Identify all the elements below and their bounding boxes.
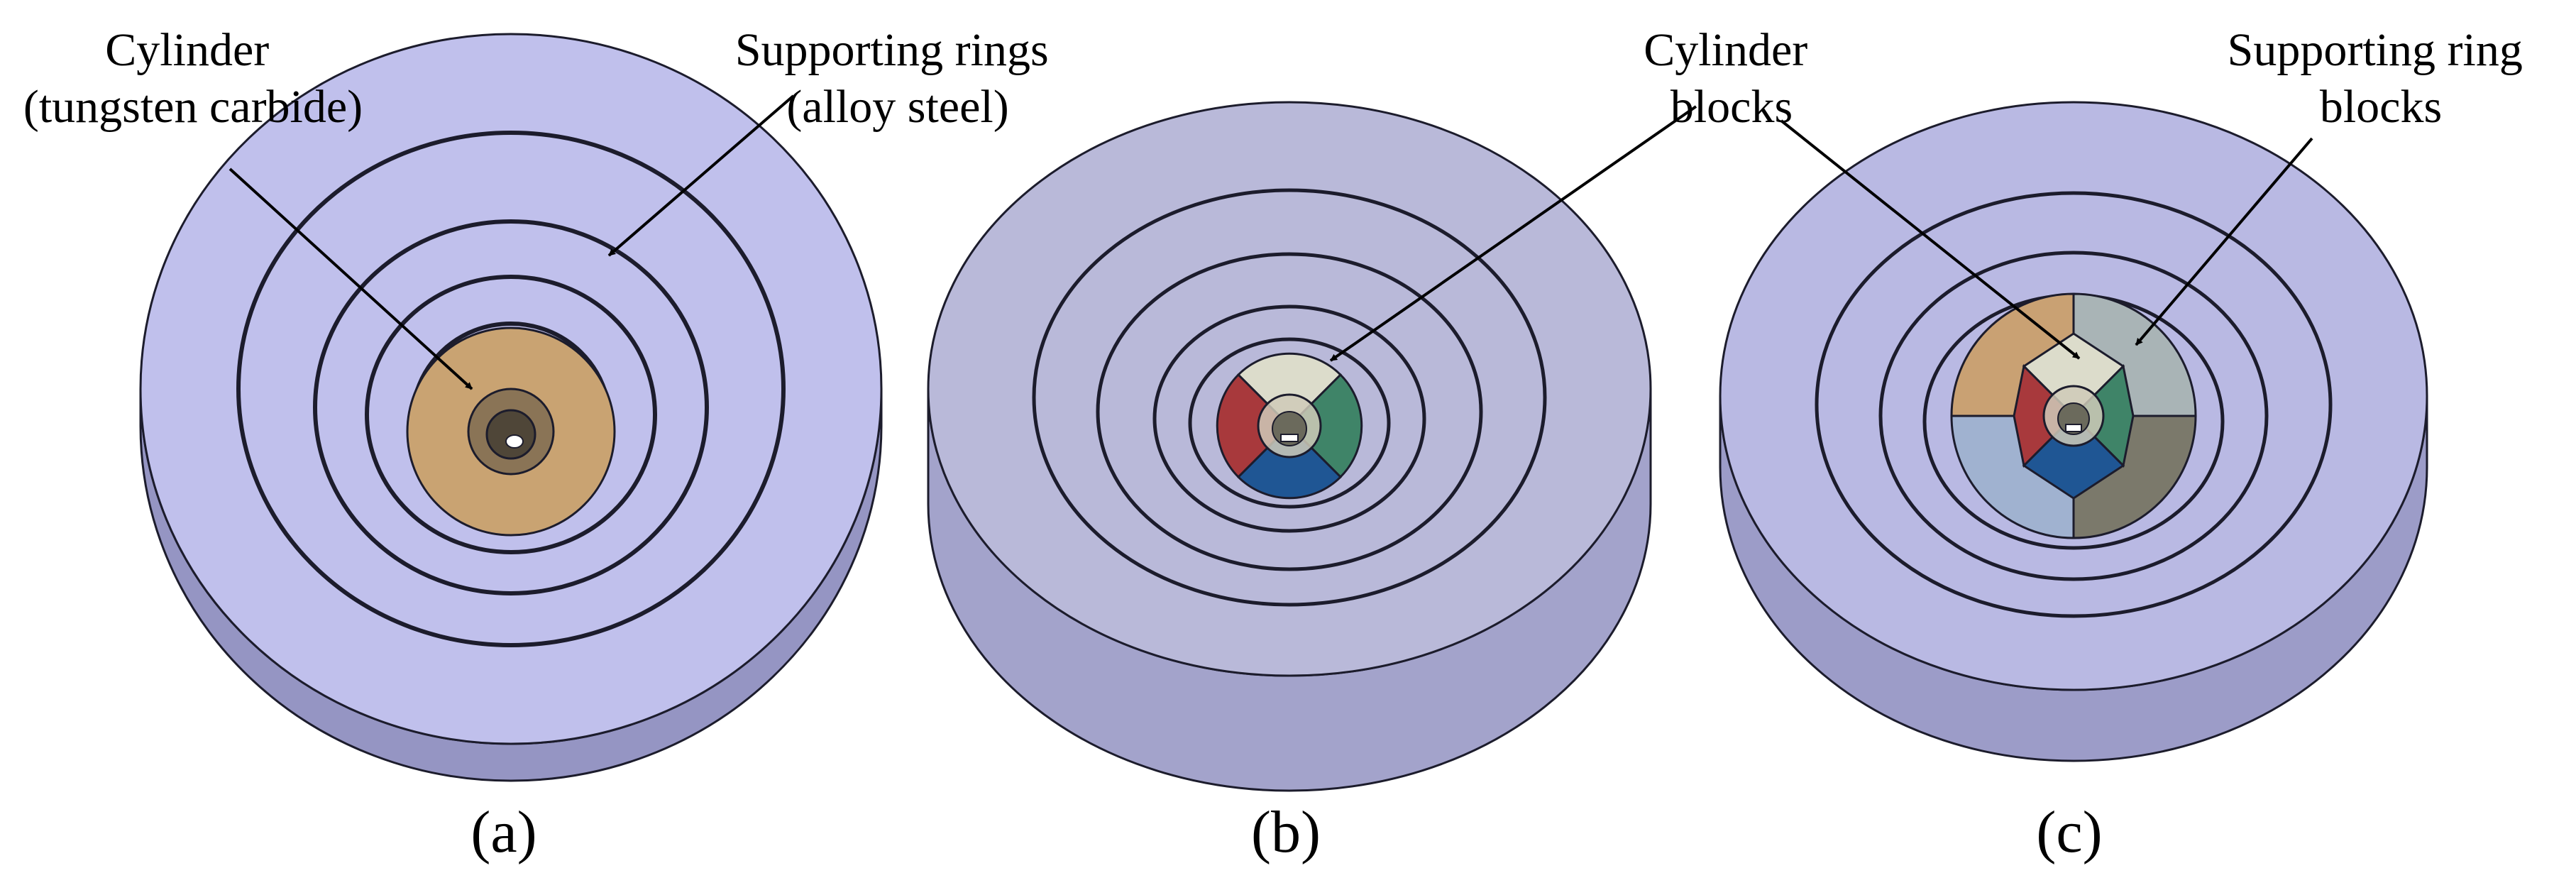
caption-a: (a) — [470, 799, 536, 865]
panel-a-cylinder-bore-inner — [485, 409, 536, 460]
label-supporting-rings-line2: (alloy steel) — [786, 81, 1008, 133]
label-cylinder-line2: (tungsten carbide) — [23, 81, 363, 133]
caption-c: (c) — [2036, 799, 2102, 865]
ring-outline — [1815, 191, 2333, 618]
panel-b-cylinder-blocks — [1216, 352, 1363, 500]
label-supporting-rings: Supporting rings (alloy steel) — [735, 24, 1060, 133]
panel-b: Cylinder blocks (b) — [927, 24, 1819, 865]
ring-outline — [313, 219, 709, 595]
leader-cylinder-blocks-c — [1780, 119, 2081, 360]
cylinder-block-top — [1236, 352, 1343, 428]
panel-c-cylinder-bore — [2042, 385, 2105, 447]
panel-a-cylinder-hole — [505, 434, 524, 449]
label-supporting-ring-blocks: Supporting ring blocks — [2228, 24, 2535, 133]
leader-cylinder-blocks — [1329, 105, 1697, 362]
label-cylinder-blocks-line2: blocks — [1670, 81, 1793, 133]
ring-outline — [236, 131, 786, 647]
label-supporting-rings-line1: Supporting rings — [735, 24, 1049, 76]
ring-outline — [1188, 337, 1391, 509]
cylinder-block-bottom — [1236, 424, 1343, 500]
panel-c: Supporting ring blocks (c) — [1719, 24, 2535, 865]
panel-b-supporting-rings — [1032, 188, 1547, 607]
caption-b: (b) — [1251, 799, 1321, 865]
label-cylinder: Cylinder (tungsten carbide) — [23, 24, 363, 133]
ring-outline — [1032, 188, 1547, 607]
label-supporting-ring-blocks-line2: blocks — [2320, 81, 2442, 133]
leader-cylinder — [229, 168, 473, 390]
ring-outline — [1096, 252, 1483, 571]
label-cylinder-blocks: Cylinder blocks — [1644, 24, 1819, 133]
ring-outline — [1152, 304, 1426, 533]
panel-c-cylinder-blocks — [2013, 332, 2135, 500]
panel-c-bore-hole — [2065, 424, 2082, 432]
leader-supporting-ring-blocks — [2135, 137, 2313, 346]
label-cylinder-line1: Cylinder — [105, 24, 269, 76]
leader-supporting-rings — [607, 94, 795, 257]
cylinder-block-left — [1216, 373, 1292, 479]
panel-b-bore-hole — [1280, 434, 1299, 442]
cylinder-block-right — [1287, 373, 1363, 479]
panel-a: Cylinder (tungsten carbide) Supporting r… — [23, 24, 1060, 865]
ring-outline — [365, 275, 657, 554]
label-supporting-ring-blocks-line1: Supporting ring — [2228, 24, 2523, 76]
panel-b-cylinder-bore — [1257, 393, 1322, 459]
label-cylinder-blocks-line1: Cylinder — [1644, 24, 1807, 76]
ring-outline — [1878, 251, 2269, 581]
